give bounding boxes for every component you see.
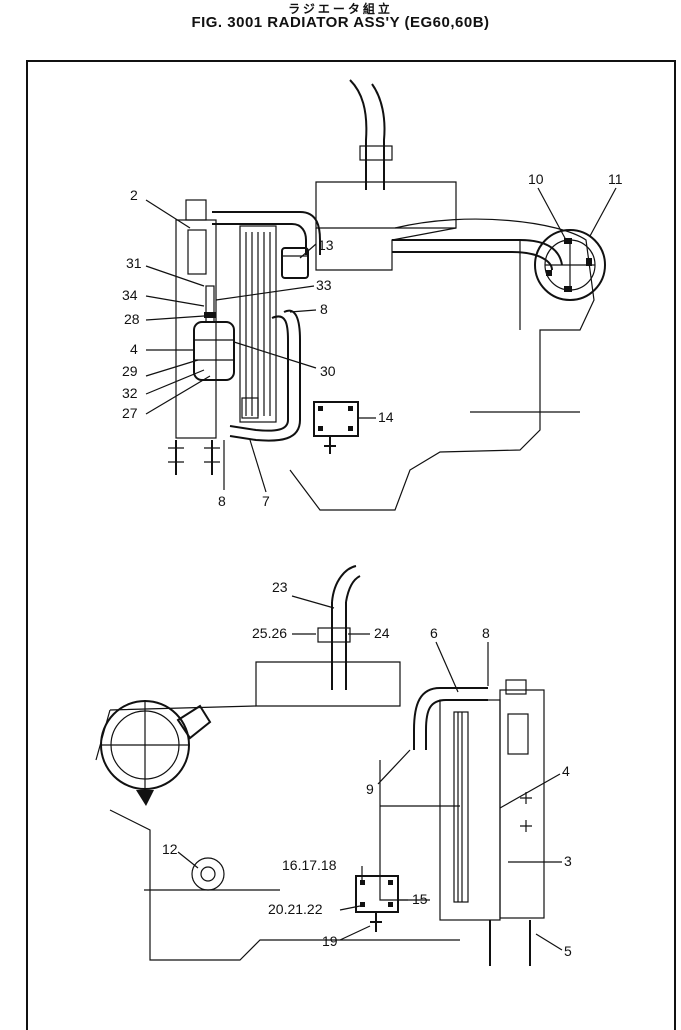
callout-8-lower: 8	[218, 493, 226, 509]
drawing-frame	[26, 60, 676, 1030]
bottom-leader-lines	[177, 595, 563, 951]
callout-3: 3	[564, 853, 572, 869]
top-reservoir-tank	[193, 285, 235, 381]
top-water-pipe	[212, 211, 563, 442]
callout-2: 2	[130, 187, 138, 203]
callout-28: 28	[124, 311, 140, 327]
callout-27: 27	[122, 405, 138, 421]
callout-29: 29	[122, 363, 138, 379]
callout-4: 4	[130, 341, 138, 357]
top-flywheel-housing	[534, 229, 606, 301]
bottom-water-pipe	[413, 687, 488, 750]
top-bracket-14	[313, 401, 359, 454]
bottom-air-cleaner	[100, 700, 212, 806]
callout-6: 6	[430, 625, 438, 641]
callout-31: 31	[126, 255, 142, 271]
bottom-pulley-12	[191, 857, 225, 891]
top-radiator-core	[168, 199, 277, 475]
callout-25-26: 25.26	[252, 625, 287, 641]
callout-5: 5	[564, 943, 572, 959]
callout-4-bottom: 4	[562, 763, 570, 779]
callout-13: 13	[318, 237, 334, 253]
callout-8-bottom: 8	[482, 625, 490, 641]
callout-15: 15	[412, 891, 428, 907]
callout-20-21-22: 20.21.22	[268, 901, 323, 917]
callout-8-upper: 8	[320, 301, 328, 317]
callout-9: 9	[366, 781, 374, 797]
callout-23: 23	[272, 579, 288, 595]
japanese-title: ラジエータ組立	[288, 2, 393, 16]
callout-16-17-18: 16.17.18	[282, 857, 337, 873]
callout-33: 33	[316, 277, 332, 293]
callout-32: 32	[122, 385, 138, 401]
callout-7: 7	[262, 493, 270, 509]
callout-14: 14	[378, 409, 394, 425]
top-leader-lines	[145, 187, 617, 493]
callout-10: 10	[528, 171, 544, 187]
bottom-engine-outline	[95, 565, 460, 961]
callout-12: 12	[162, 841, 178, 857]
callout-24: 24	[374, 625, 390, 641]
figure-title: FIG. 3001 RADIATOR ASS'Y (EG60,60B)	[191, 14, 490, 31]
callout-11: 11	[608, 171, 623, 187]
callout-34: 34	[122, 287, 138, 303]
callout-19: 19	[322, 933, 338, 949]
bottom-bracket-15	[355, 875, 399, 932]
bottom-radiator	[439, 679, 545, 966]
callout-30: 30	[320, 363, 336, 379]
top-filter-13	[281, 247, 309, 279]
